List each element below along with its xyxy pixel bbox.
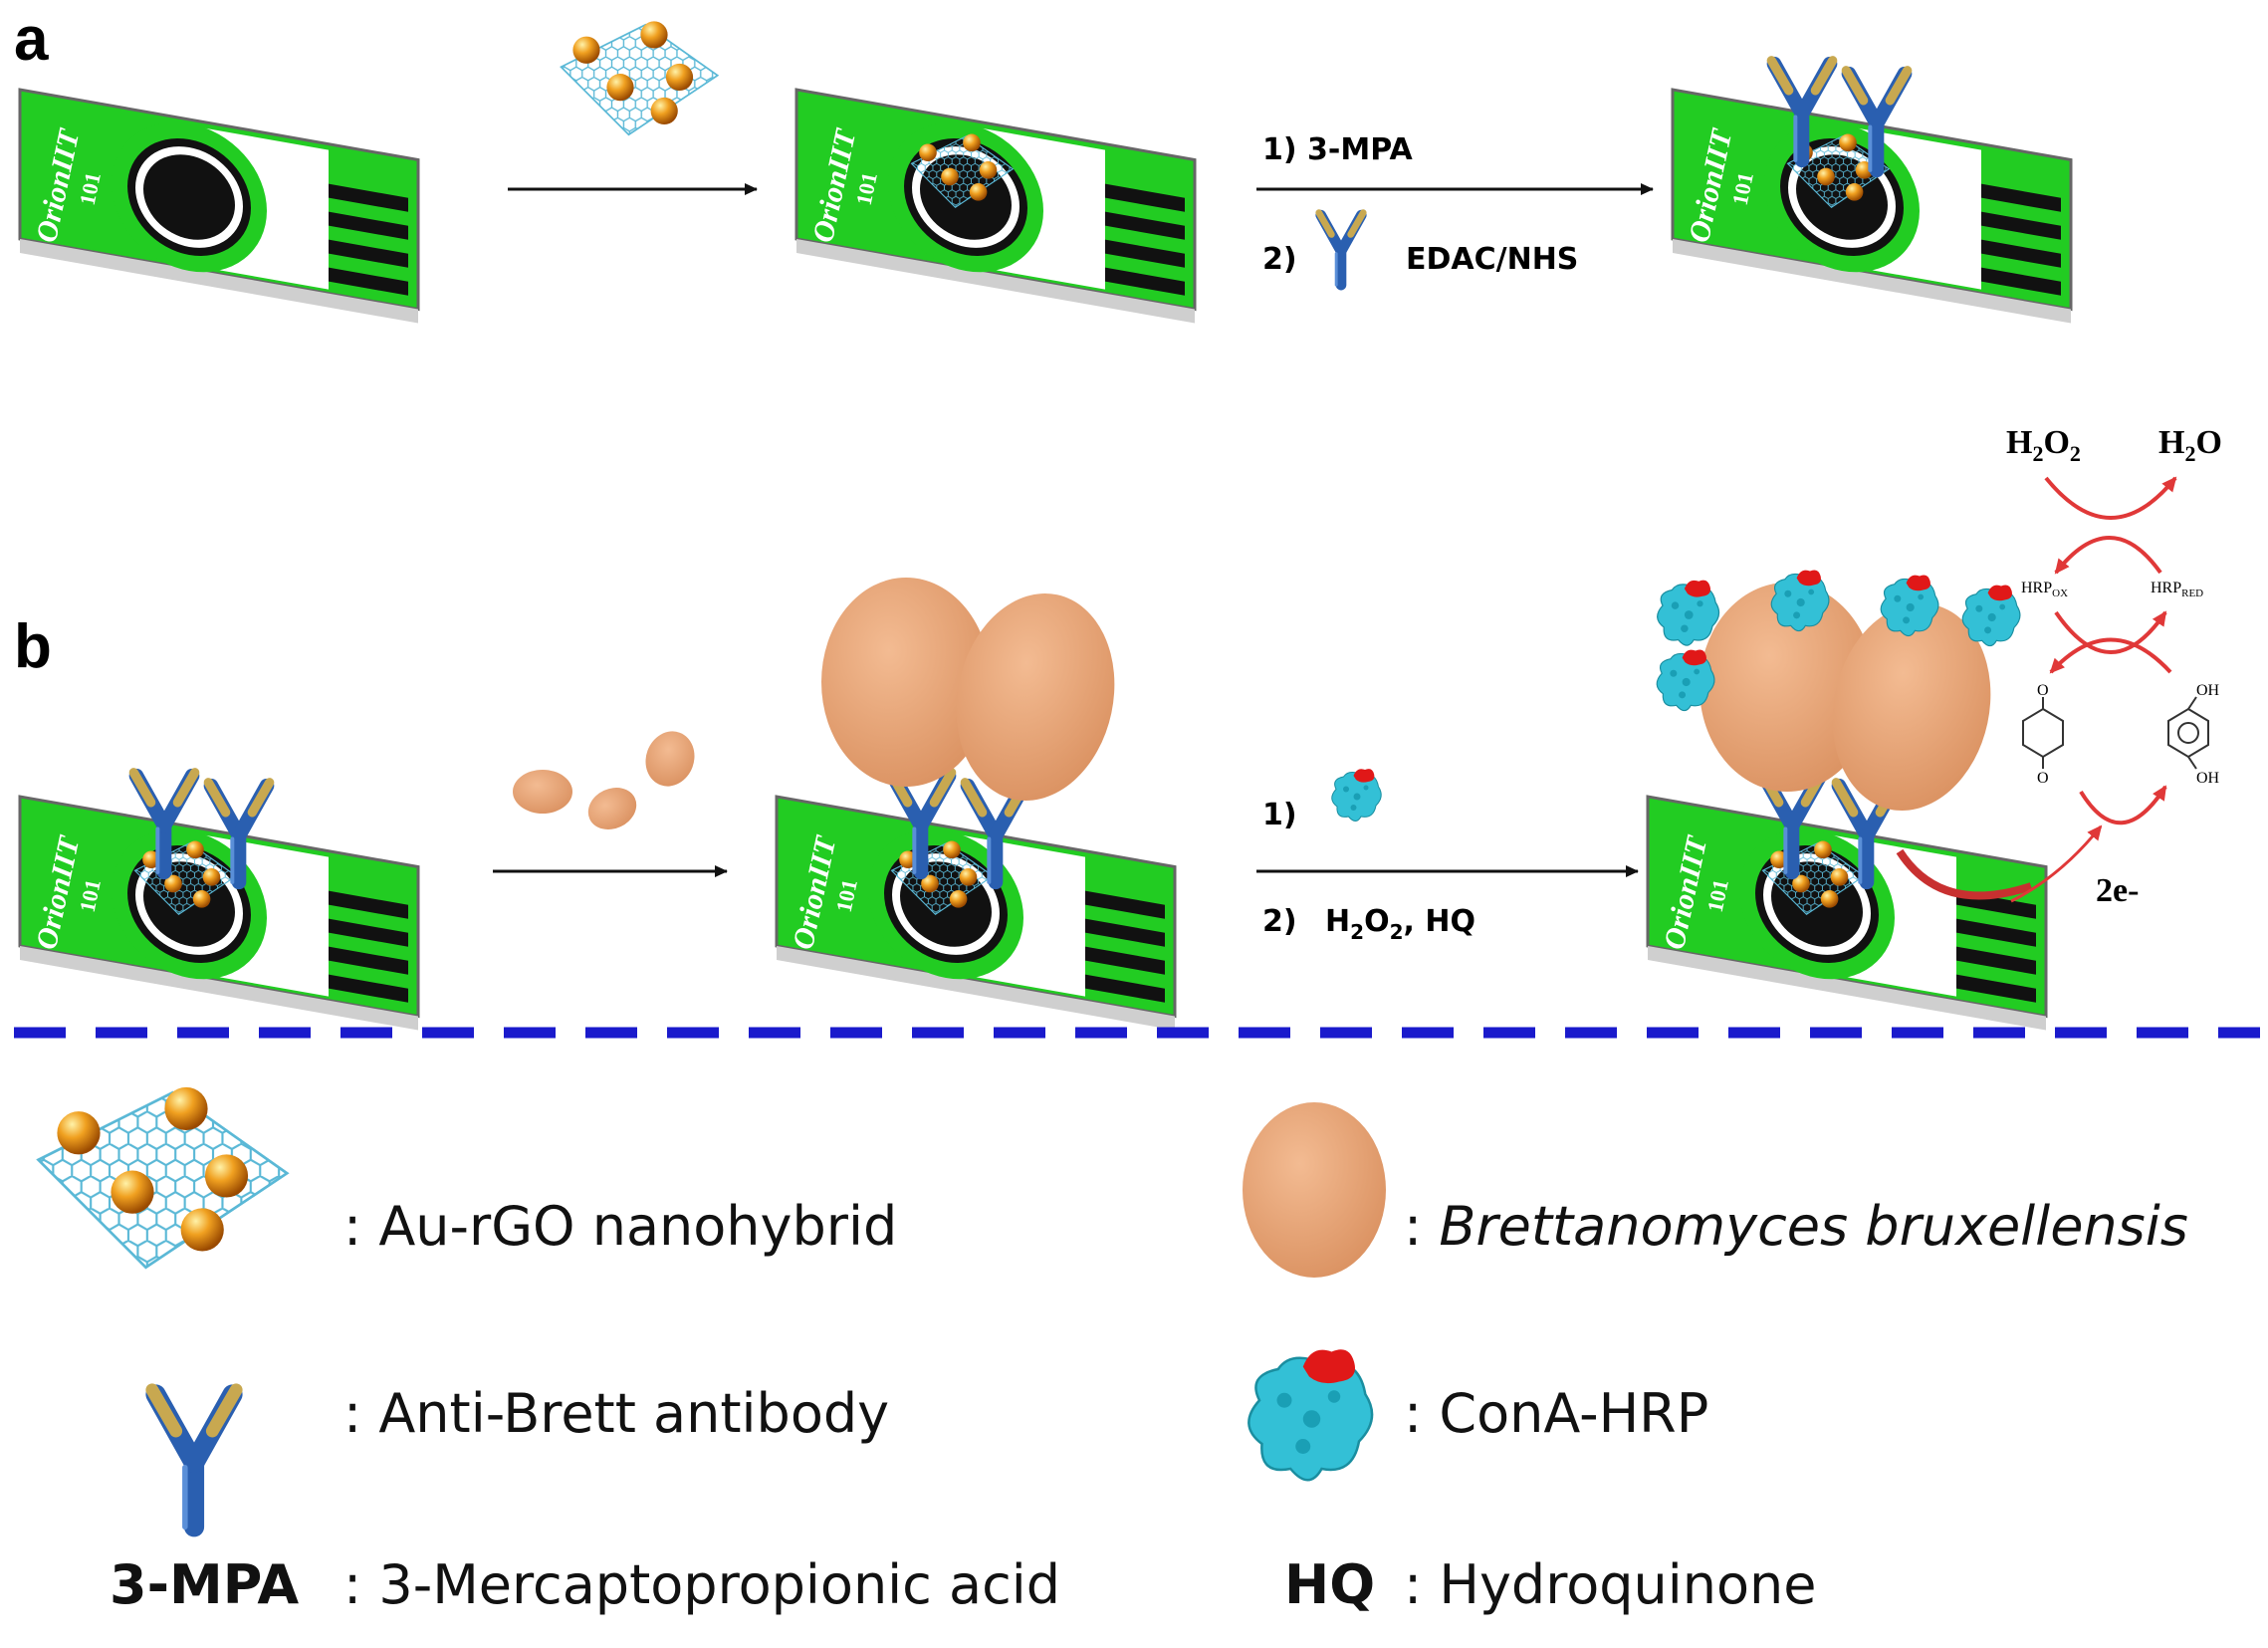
- hrp-ox-label: HRPOX: [2021, 580, 2068, 599]
- conA-hrp-icon: [1961, 584, 2021, 647]
- step-b-1: 1): [1262, 798, 1297, 832]
- yeast-cell: [1832, 603, 1991, 811]
- electron-transfer-curve: [1896, 848, 2033, 900]
- hq-oh-top: OH: [2196, 682, 2220, 699]
- step-b-2: 2) H2O2, HQ: [1262, 904, 1475, 944]
- legend-conA-hrp-icon: [1247, 1348, 1374, 1482]
- step-a-2-number: 2): [1262, 242, 1297, 277]
- yeast-cell: [821, 578, 991, 787]
- conA-hrp-icon: [1331, 768, 1382, 822]
- au-rgo-sheet-icon: [560, 20, 719, 136]
- yeast-cell: [956, 593, 1115, 801]
- cycle-arrow-quinone: [2049, 637, 2172, 674]
- legend-yeast-icon: [1243, 1102, 1386, 1278]
- panel-a-label: a: [14, 5, 49, 74]
- hq-oh-bottom: OH: [2196, 770, 2220, 787]
- electrode-bare: OrionIIT 101: [18, 88, 420, 326]
- legend-au-rgo-label: : Au-rGO nanohybrid: [343, 1195, 897, 1258]
- legend-antibody-label: : Anti-Brett antibody: [343, 1382, 889, 1445]
- yeast-cells-small: [513, 731, 695, 829]
- legend-hq-definition: : Hydroquinone: [1404, 1553, 1816, 1616]
- legend-conA-hrp-label: : ConA-HRP: [1404, 1382, 1708, 1445]
- panel-b-label: b: [14, 612, 52, 681]
- electrons-label: 2e-: [2096, 872, 2139, 909]
- step-a-2-reagent: EDAC/NHS: [1406, 242, 1578, 277]
- cycle-arrow-top: [2044, 476, 2177, 520]
- h2o2-label: H2O2: [2006, 424, 2081, 466]
- quinone-o-top: O: [2037, 682, 2049, 699]
- hrp-red-label: HRPRED: [2151, 580, 2203, 599]
- electrode-yeast: OrionIIT 101: [775, 773, 1177, 1033]
- cycle-arrow-bottom: [2079, 785, 2167, 825]
- electron-arrow: [2010, 824, 2103, 903]
- legend-au-rgo-icon: [37, 1085, 289, 1270]
- electrode-final: OrionIIT 101: [1646, 773, 2048, 1033]
- step-b-2-number: 2): [1262, 904, 1297, 939]
- hydroquinone-structure: [2167, 696, 2209, 770]
- step-a-1: 1) 3-MPA: [1262, 132, 1413, 167]
- h2o-label: H2O: [2158, 424, 2222, 466]
- legend-antibody-icon: [152, 1390, 236, 1528]
- legend-3mpa-abbr: 3-MPA: [110, 1553, 299, 1616]
- yeast-cell: [1700, 583, 1875, 792]
- catalytic-cycle: H2O2 H2O HRPOX HRPRED O O OH O: [2006, 424, 2222, 825]
- legend-hq-abbr: HQ: [1284, 1553, 1375, 1616]
- legend-brett-label: : Brettanomyces bruxellensis: [1404, 1195, 2188, 1258]
- cycle-arrow-hrp: [2054, 536, 2162, 575]
- electrode-antibody: OrionIIT 101: [1671, 61, 2073, 326]
- conA-hrp-icon: [1657, 579, 1720, 646]
- cycle-arrow-middle: [2054, 610, 2167, 654]
- quinone-o-bottom: O: [2037, 770, 2049, 787]
- antibody-icon: [1319, 213, 1363, 285]
- benzoquinone-structure: [2022, 697, 2064, 769]
- electrode-au-rgo: OrionIIT 101: [794, 88, 1197, 326]
- legend-3mpa-definition: : 3-Mercaptopropionic acid: [343, 1553, 1060, 1616]
- electrode-antibody-b: OrionIIT 101: [18, 773, 420, 1033]
